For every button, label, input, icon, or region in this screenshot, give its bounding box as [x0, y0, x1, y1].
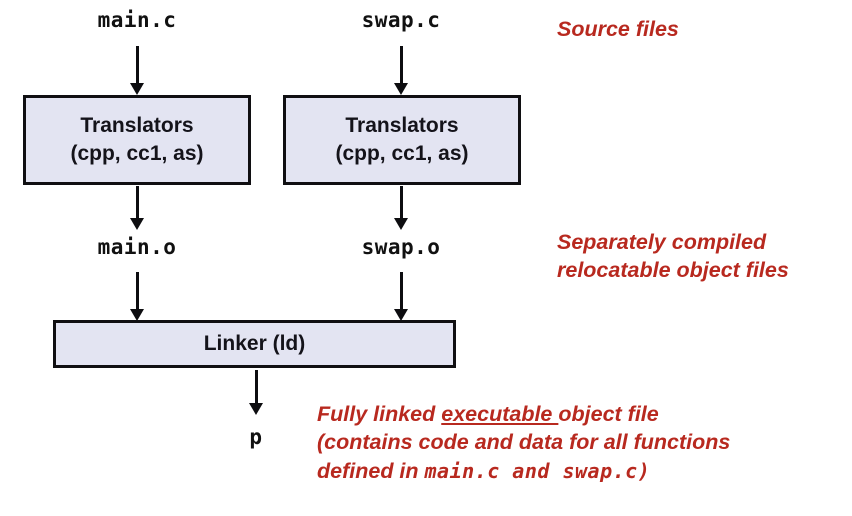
annotation-executable-line3: defined in main.c and swap.c): [317, 457, 730, 485]
linker-box-label: Linker (ld): [203, 332, 306, 356]
annotation-executable-code-main-c: main.c: [424, 458, 500, 483]
annotation-executable-code-swap-c: swap.c): [562, 458, 651, 483]
annotation-relocatable-line2: relocatable object files: [557, 258, 789, 283]
source-label-swap-c: swap.c: [361, 8, 441, 32]
translator-left-line2: (cpp, cc1, as): [70, 142, 204, 165]
translator-box-right[interactable]: Translators (cpp, cc1, as): [283, 95, 521, 185]
annotation-executable-line1-prefix: Fully linked: [317, 402, 442, 426]
annotation-executable-line3-gap1: [500, 459, 513, 483]
annotation-relocatable-object-files: Separately compiled relocatable object f…: [557, 228, 789, 285]
object-label-swap-o: swap.o: [361, 235, 441, 259]
translator-box-left[interactable]: Translators (cpp, cc1, as): [23, 95, 251, 185]
annotation-executable-line1-suffix: object file: [558, 402, 659, 426]
translator-right-line2: (cpp, cc1, as): [335, 142, 469, 165]
source-label-main-c: main.c: [97, 8, 177, 32]
object-label-main-o: main.o: [97, 235, 177, 259]
annotation-relocatable-line1: Separately compiled: [557, 230, 767, 254]
annotation-source-files: Source files: [557, 17, 679, 41]
translator-right-line1: Translators: [345, 114, 459, 138]
annotation-executable-line1: Fully linked executable object file: [317, 400, 730, 428]
annotation-executable-underlined-word: executable: [441, 402, 559, 426]
executable-label-p: p: [249, 425, 263, 449]
annotation-executable-line3-gap2: [550, 459, 563, 483]
annotation-executable-object-file: Fully linked executable object file (con…: [317, 400, 730, 485]
annotation-executable-line3-prefix: defined in: [317, 458, 425, 483]
annotation-executable-line2: (contains code and data for all function…: [317, 430, 731, 455]
translator-left-line1: Translators: [80, 114, 194, 138]
annotation-executable-code-and: and: [512, 458, 550, 483]
linker-box[interactable]: Linker (ld): [53, 320, 456, 368]
